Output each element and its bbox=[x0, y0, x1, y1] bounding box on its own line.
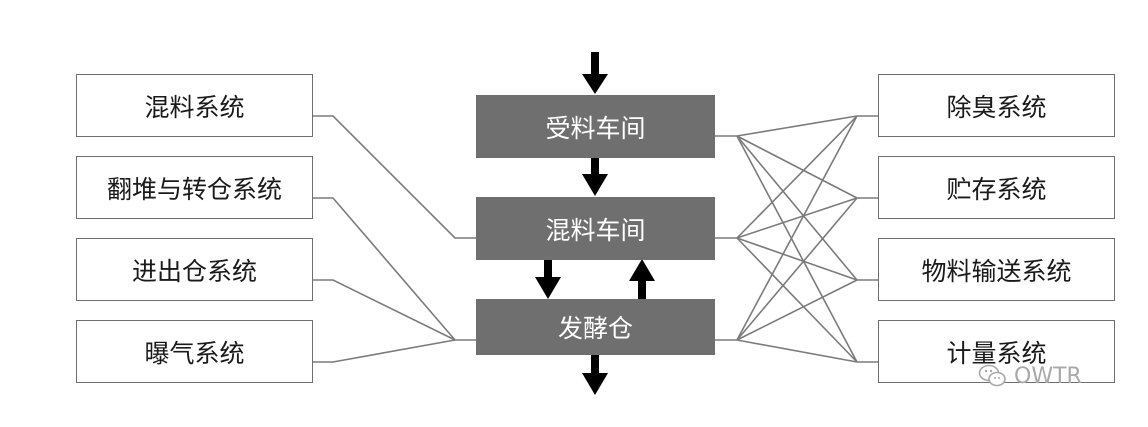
left-system-box: 曝气系统 bbox=[76, 320, 313, 383]
right-system-label: 除臭系统 bbox=[946, 92, 1047, 122]
left-system-box: 翻堆与转仓系统 bbox=[76, 156, 313, 219]
right-system-box: 物料输送系统 bbox=[878, 238, 1115, 301]
connector-mixing-fan bbox=[715, 115, 858, 239]
left-system-label: 混料系统 bbox=[144, 92, 245, 122]
stage-label: 发酵仓 bbox=[557, 314, 633, 343]
connector-aeration-system bbox=[313, 339, 456, 363]
right-system-label: 计量系统 bbox=[946, 338, 1047, 368]
stage-receiving: 受料车间 bbox=[476, 95, 715, 158]
down-arrow-icon bbox=[582, 158, 608, 196]
right-system-box: 除臭系统 bbox=[878, 74, 1115, 137]
watermark-text: OWTR bbox=[1014, 363, 1082, 389]
right-system-label: 物料输送系统 bbox=[921, 256, 1072, 286]
right-system-label: 贮存系统 bbox=[946, 174, 1047, 204]
input-arrow-icon bbox=[582, 52, 608, 94]
connector-inout-system bbox=[313, 279, 456, 341]
left-system-box: 混料系统 bbox=[76, 74, 313, 137]
stage-mixing: 混料车间 bbox=[476, 197, 715, 260]
stage-fermentation: 发酵仓 bbox=[476, 299, 715, 355]
left-system-label: 曝气系统 bbox=[144, 338, 245, 368]
stage-label: 受料车间 bbox=[545, 113, 646, 143]
connector-receiving-fan bbox=[715, 115, 878, 137]
up-arrow-icon bbox=[629, 259, 655, 299]
left-system-box: 进出仓系统 bbox=[76, 238, 313, 301]
watermark: OWTR bbox=[978, 363, 1082, 389]
down-arrow-icon bbox=[535, 259, 561, 299]
connector-turning-system bbox=[313, 197, 476, 341]
connector-mix-system bbox=[313, 115, 476, 239]
right-system-box: 贮存系统 bbox=[878, 156, 1115, 219]
output-arrow-icon bbox=[582, 355, 608, 395]
left-system-label: 翻堆与转仓系统 bbox=[106, 174, 282, 204]
stage-label: 混料车间 bbox=[545, 215, 646, 245]
wechat-icon bbox=[978, 364, 1006, 387]
left-system-label: 进出仓系统 bbox=[131, 256, 257, 286]
